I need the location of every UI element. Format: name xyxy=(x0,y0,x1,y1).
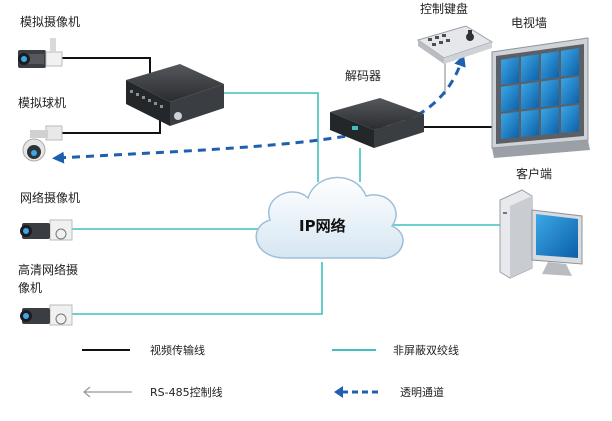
legend-transparent-arrowhead xyxy=(334,386,343,398)
legend-utp-line: 非屏蔽双绞线 xyxy=(393,343,459,357)
video-wall-screen xyxy=(541,79,559,108)
label-analog-dome: 模拟球机 xyxy=(18,96,66,110)
video-wall-screen xyxy=(541,107,559,135)
connection-lines xyxy=(52,54,505,315)
utp-line-hd-camera xyxy=(72,262,323,315)
video-wall-screen xyxy=(561,104,579,133)
network-camera-icon xyxy=(20,219,73,241)
label-client: 客户端 xyxy=(516,166,552,181)
utp-line-dvr-cloud xyxy=(220,92,319,182)
legend-video-line: 视频传输线 xyxy=(150,343,205,357)
label-video-wall: 电视墙 xyxy=(511,15,547,30)
video-line-analog-camera xyxy=(62,57,151,78)
label-network-camera: 网络摄像机 xyxy=(20,190,80,205)
label-decoder: 解码器 xyxy=(345,69,381,83)
legend-rs485-line: RS-485控制线 xyxy=(150,385,223,399)
video-wall-screens xyxy=(501,48,579,139)
control-keyboard-icon xyxy=(416,25,494,64)
cloud-label: IP网络 xyxy=(299,217,346,235)
legend: 视频传输线 非屏蔽双绞线 RS-485控制线 透明通道 xyxy=(82,343,459,399)
video-line-analog-dome xyxy=(62,118,161,134)
legend-rs485-arrowhead xyxy=(83,386,91,398)
legend-transparent-channel: 透明通道 xyxy=(400,385,444,399)
video-wall-screen xyxy=(501,84,519,112)
label-keyboard: 控制键盘 xyxy=(420,1,468,16)
analog-camera-icon xyxy=(18,38,63,68)
transparent-channel-path xyxy=(52,54,466,164)
label-analog-camera: 模拟摄像机 xyxy=(20,14,80,29)
video-wall-screen xyxy=(521,81,539,110)
video-wall-screen xyxy=(561,48,579,77)
ip-network-cloud xyxy=(255,176,404,260)
video-wall-icon xyxy=(491,37,590,158)
video-wall-screen xyxy=(521,54,539,83)
label-hd-camera-2: 像机 xyxy=(18,281,42,295)
dvr-icon xyxy=(126,64,224,126)
video-wall-screen xyxy=(501,111,519,139)
client-pc-icon xyxy=(499,189,583,279)
video-wall-screen xyxy=(541,51,559,80)
label-hd-camera-1: 高清网络摄 xyxy=(18,262,78,277)
analog-dome-icon xyxy=(22,125,63,162)
video-wall-screen xyxy=(501,57,519,85)
hd-camera-icon xyxy=(20,304,73,326)
video-wall-screen xyxy=(561,76,579,105)
decoder-icon xyxy=(330,98,424,148)
video-wall-screen xyxy=(521,109,539,137)
